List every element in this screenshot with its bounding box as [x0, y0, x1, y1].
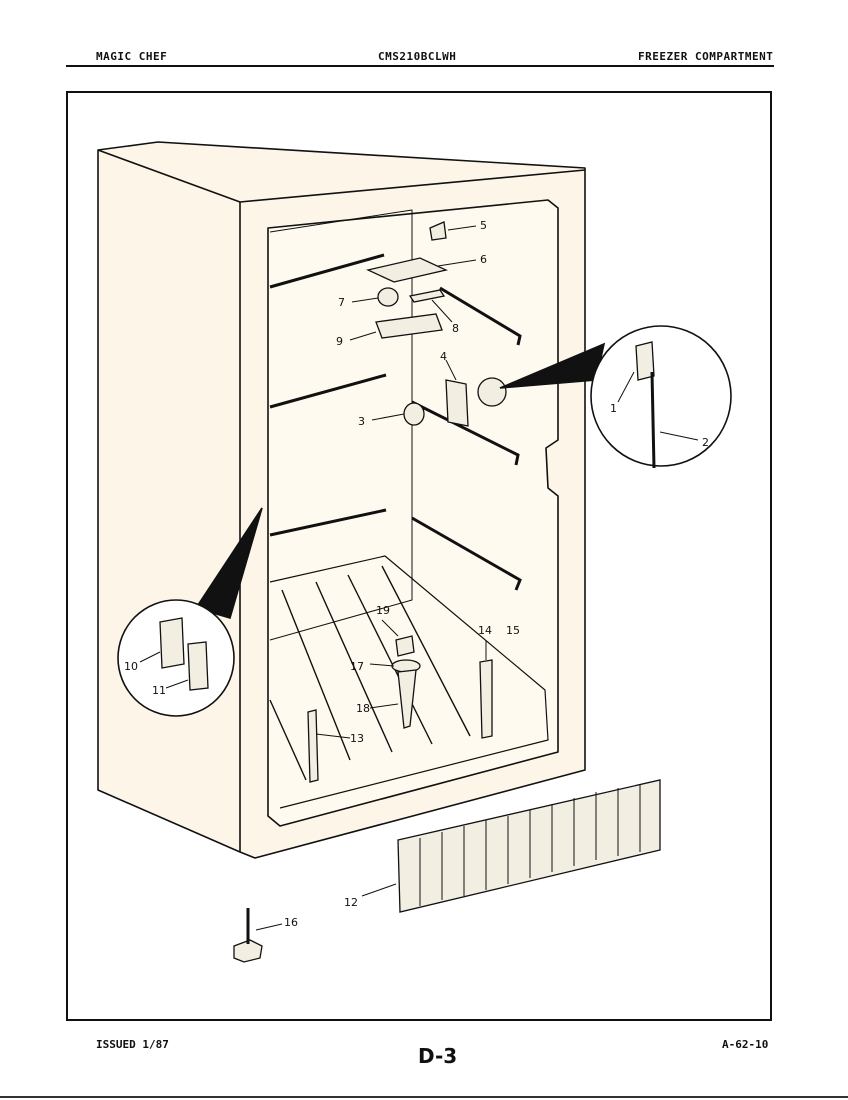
callout-15: 15 [506, 624, 520, 637]
detail-circle-thermostat [590, 325, 732, 467]
callout-12: 12 [344, 896, 358, 909]
callout-3: 3 [358, 415, 365, 428]
part-3-plug [403, 402, 425, 426]
callout-19: 19 [376, 604, 390, 617]
shelf-rail-left-2 [269, 373, 387, 409]
part-13-bracket [307, 709, 319, 783]
callout-2: 2 [702, 436, 709, 449]
callout-1: 1 [610, 402, 617, 415]
part-7-knob [377, 287, 399, 307]
part-6-hinge-bracket [366, 257, 448, 283]
callout-8: 8 [452, 322, 459, 335]
section-title: FREEZER COMPARTMENT [638, 50, 774, 63]
floor-rod [269, 699, 307, 781]
diagram-frame [66, 91, 772, 1021]
callout-10: 10 [124, 660, 138, 673]
header-rule [66, 65, 774, 67]
part-5-clip [429, 221, 447, 241]
callout-13: 13 [350, 732, 364, 745]
part-19-cap [395, 635, 415, 657]
part-8-bracket [408, 289, 446, 303]
interior-floor [269, 555, 549, 809]
bottom-rule [0, 1096, 848, 1098]
callout-7: 7 [338, 296, 345, 309]
shelf-rail-right-1 [439, 286, 522, 346]
shelf-rail-left-3 [269, 508, 387, 537]
part-thermostat-port [477, 377, 507, 407]
issued-date: ISSUED 1/87 [96, 1038, 169, 1051]
shelf-rail-left-1 [269, 253, 385, 289]
floor-rod [347, 574, 433, 745]
part-11-hinge-block [187, 641, 209, 691]
floor-rod [281, 589, 351, 761]
floor-rod [381, 565, 471, 737]
callout-6: 6 [480, 253, 487, 266]
page-number: D-3 [418, 1044, 458, 1068]
callout-11: 11 [152, 684, 166, 697]
callout-16: 16 [284, 916, 298, 929]
part-16-leveler [233, 939, 263, 963]
document-code: A-62-10 [722, 1038, 769, 1051]
shelf-rail-right-3 [411, 516, 522, 591]
floor-rod [315, 581, 393, 753]
callout-18: 18 [356, 702, 370, 715]
part-4-plate [445, 379, 469, 427]
part-18-drain-tube [397, 669, 417, 729]
part-9-channel [375, 313, 443, 339]
model-number: CMS210BCLWH [378, 50, 457, 63]
brand-header: MAGIC CHEF [96, 50, 168, 63]
callout-14: 14 [478, 624, 492, 637]
part-14-bracket [479, 659, 493, 739]
part-1-thermostat-clip [635, 341, 655, 381]
callout-5: 5 [480, 219, 487, 232]
callout-9: 9 [336, 335, 343, 348]
callout-17: 17 [350, 660, 364, 673]
callout-4: 4 [440, 350, 447, 363]
part-2-sensor-tube [650, 371, 656, 469]
part-10-hinge-pin [159, 617, 185, 669]
